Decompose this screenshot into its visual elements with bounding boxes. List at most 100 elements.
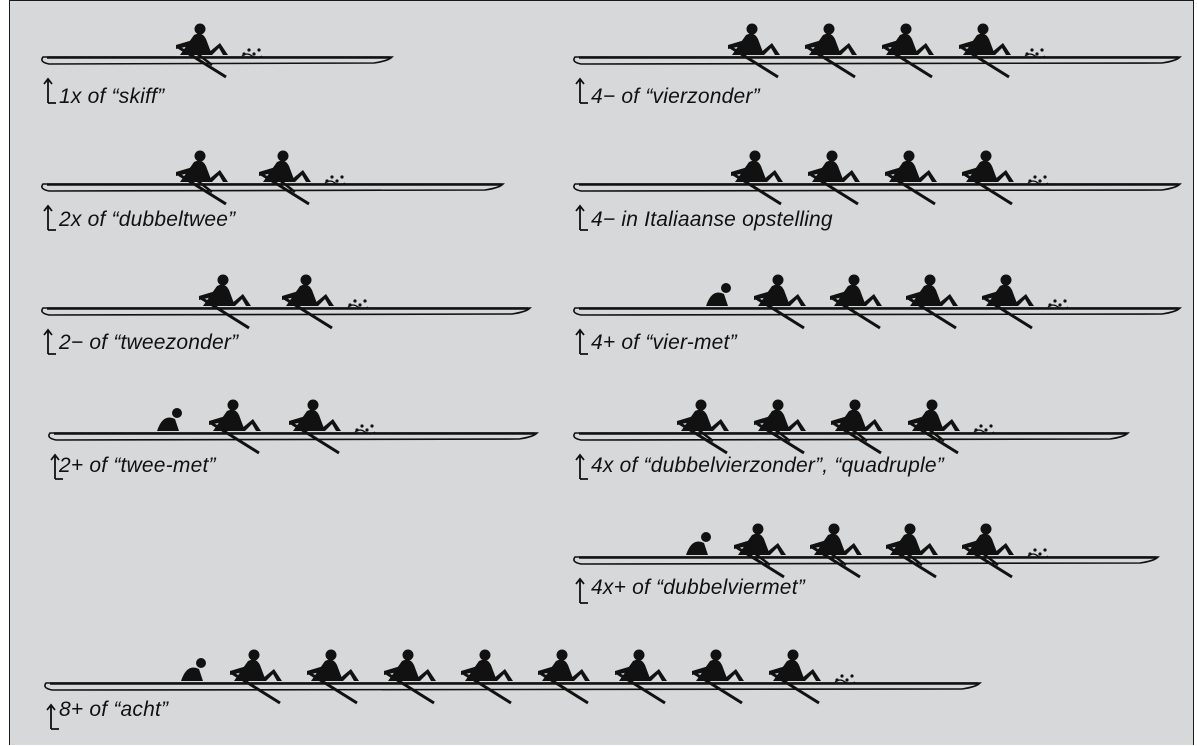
rowing-boat-types-figure: 1x of “skiff” 4− of “vierzonder” 2x of “… [9, 0, 1194, 745]
oar-icon [693, 671, 743, 705]
oar-icon [231, 671, 281, 705]
rower-icon [307, 649, 359, 705]
boat-4-it [573, 150, 1182, 231]
oar-icon [308, 671, 358, 705]
oar-icon [770, 671, 820, 705]
bow-arrow-icon [575, 453, 588, 480]
boat-2+ [48, 399, 539, 480]
bow-arrow-icon [43, 204, 56, 231]
rower-icon [259, 150, 311, 206]
label-4-it: 4− in Italiaanse opstelling [591, 208, 833, 231]
label-4+: 4+ of “vier-met” [591, 331, 737, 354]
rower-icon [810, 523, 862, 579]
label-2+: 2+ of “twee-met” [59, 454, 216, 477]
bow-arrow-icon [43, 77, 56, 104]
rower-icon [731, 150, 783, 206]
boat-4x [573, 399, 1130, 480]
label-4-: 4− of “vierzonder” [591, 85, 760, 108]
oar-icon [886, 172, 936, 206]
oar-icon [983, 296, 1033, 330]
boat-4x+ [573, 523, 1160, 604]
rower-icon [885, 150, 937, 206]
rower-icon [830, 274, 882, 330]
boat-1x [41, 23, 394, 104]
oar-icon [963, 172, 1013, 206]
oar-icon [732, 172, 782, 206]
oar-icon [177, 172, 227, 206]
rower-icon [734, 523, 786, 579]
rower-icon [805, 23, 857, 79]
oar-icon [831, 296, 881, 330]
rower-icon [831, 399, 883, 455]
bow-arrow-icon [46, 703, 59, 730]
oar-icon [832, 421, 882, 455]
oar-icon [283, 296, 333, 330]
oar-icon [755, 296, 805, 330]
boat-4+ [573, 274, 1182, 355]
oar-icon [385, 671, 435, 705]
rower-icon [962, 523, 1014, 579]
rower-icon [199, 274, 251, 330]
bow-arrow-icon [575, 77, 588, 104]
oar-icon [755, 421, 805, 455]
rower-icon [908, 399, 960, 455]
boat-2x [41, 150, 505, 231]
oar-icon [806, 45, 856, 79]
rower-icon [289, 399, 341, 455]
rower-icon [728, 23, 780, 79]
label-8+: 8+ of “acht” [59, 698, 169, 721]
rower-icon [230, 649, 282, 705]
oar-icon [462, 671, 512, 705]
oar-icon [678, 421, 728, 455]
rower-icon [906, 274, 958, 330]
rower-icon [692, 649, 744, 705]
rower-icon [959, 23, 1011, 79]
rower-icon [538, 649, 590, 705]
rower-icon [461, 649, 513, 705]
oar-icon [809, 172, 859, 206]
rower-icon [769, 649, 821, 705]
oar-icon [963, 545, 1013, 579]
rower-icon [176, 23, 228, 79]
rower-icon [282, 274, 334, 330]
bow-arrow-icon [43, 328, 56, 355]
oar-icon [735, 545, 785, 579]
label-2x: 2x of “dubbeltwee” [59, 208, 236, 231]
oar-icon [200, 296, 250, 330]
rower-icon [615, 649, 667, 705]
rower-icon [982, 274, 1034, 330]
oar-icon [811, 545, 861, 579]
oar-icon [887, 545, 937, 579]
rower-icon [209, 399, 261, 455]
oar-icon [909, 421, 959, 455]
oar-icon [960, 45, 1010, 79]
boat-4- [573, 23, 1182, 104]
boats-drawing [41, 23, 1182, 730]
bow-arrow-icon [575, 328, 588, 355]
bow-arrow-icon [575, 204, 588, 231]
rower-icon [962, 150, 1014, 206]
rower-icon [176, 150, 228, 206]
label-4x: 4x of “dubbelvierzonder”, “quadruple” [591, 454, 944, 477]
label-1x: 1x of “skiff” [59, 85, 165, 108]
boat-2- [41, 274, 532, 355]
oar-icon [729, 45, 779, 79]
rower-icon [754, 399, 806, 455]
label-2-: 2− of “tweezonder” [59, 331, 239, 354]
boat-8+ [44, 649, 982, 730]
rower-icon [754, 274, 806, 330]
oar-icon [177, 45, 227, 79]
oar-icon [883, 45, 933, 79]
oar-icon [907, 296, 957, 330]
rower-icon [886, 523, 938, 579]
bow-arrow-icon [50, 453, 63, 480]
oar-icon [616, 671, 666, 705]
rower-icon [808, 150, 860, 206]
oar-icon [260, 172, 310, 206]
rower-icon [882, 23, 934, 79]
oar-icon [290, 421, 340, 455]
rower-icon [677, 399, 729, 455]
oar-icon [210, 421, 260, 455]
label-4x+: 4x+ of “dubbelviermet” [591, 576, 805, 599]
rower-icon [384, 649, 436, 705]
